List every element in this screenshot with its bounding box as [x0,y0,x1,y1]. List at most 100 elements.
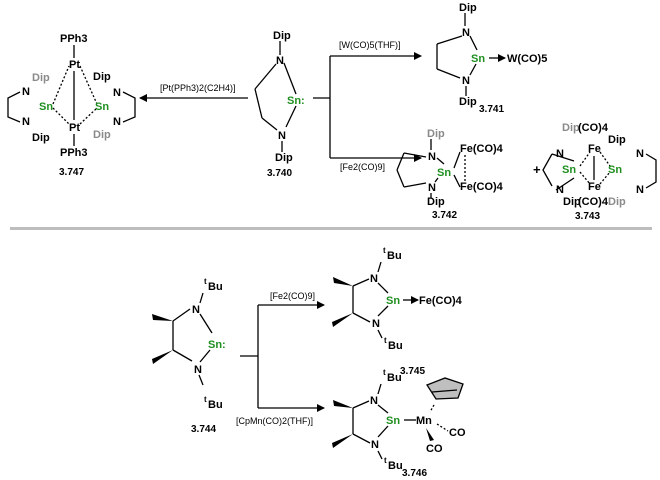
butyl-label: Bu [208,281,223,293]
n-atom: N [194,364,202,376]
compound-3741: Dip N Sn N Dip W(CO)5 3.741 [436,2,547,115]
dip-label: Dip [459,96,477,108]
n-atom: N [113,116,121,128]
fe-atom: Fe [588,181,601,193]
tin-atom: Sn [608,164,622,176]
dip-label: Dip [608,196,626,208]
dip-label: Dip [32,132,50,144]
reagent-w-co5-thf: [W(CO)5(THF)] [339,40,400,50]
n-atom: N [636,148,644,160]
compound-number: 3.741 [479,104,504,115]
sn-n-bond [285,105,297,128]
compound-3742: Dip N Sn N Dip Fe(CO)4 Fe(CO)4 3.742 [396,128,504,221]
tert-prefix: t [383,246,386,255]
tert-prefix: t [204,277,207,286]
dip-label: Dip [32,72,50,84]
plus-sign: + [533,162,541,177]
tin-atom: Sn: [208,339,226,351]
n-atom: N [462,27,470,39]
compound-3745: t Bu N Sn N t Bu Fe(CO)4 3.745 [332,246,463,377]
butyl-label: Bu [388,460,403,472]
dip-label: Dip [562,122,580,134]
top-branch-arrows [139,52,422,162]
reagent-fe2-co9: [Fe2(CO)9] [340,162,385,172]
pph3-upper: PPh3 [60,33,88,45]
n-atom: N [113,87,121,99]
butyl-label: Bu [387,372,402,384]
tert-prefix: t [383,368,386,377]
pt-atom: Pt [69,122,80,134]
dip-label: Dip [93,71,111,83]
bottom-branch-arrows [240,301,325,412]
compound-3746: t Bu N Sn N t Bu Mn CO CO 3.746 [332,368,466,479]
n-atom: N [428,182,436,194]
dip-label: Dip [459,2,477,14]
co-ligand: CO [449,427,466,439]
compound-number: 3.747 [59,167,84,178]
reagent-cpmn-co2-thf: [CpMn(CO)2(THF)] [236,416,313,426]
butyl-label: Bu [388,340,403,352]
dip-label: Dip [273,30,291,42]
n-atom: N [278,130,286,142]
fe-atom: Fe [588,143,601,155]
compound-number: 3.742 [432,210,457,221]
n-atom: N [192,304,200,316]
compound-number: 3.744 [191,424,216,435]
n-atom: N [371,439,379,451]
tert-prefix: t [384,456,387,465]
butyl-label: Bu [208,399,223,411]
tin-atom: Sn [562,164,576,176]
pph3-lower: PPh3 [60,147,88,159]
tin-atom: Sn [386,295,400,307]
compound-3747: PPh3 Pt Pt PPh3 Dip N N Sn Dip Sn Dip N … [7,33,136,178]
reagent-pt-pph3: [Pt(PPh3)2(C2H4)] [160,83,236,93]
n-atom: N [372,318,380,330]
tin-atom: Sn [437,167,451,179]
co4-upper: (CO)4 [578,122,609,134]
n-atom: N [276,55,284,67]
cyclopentadienyl-ring [426,377,464,400]
pt-atom: Pt [69,59,80,71]
n-sn-bond [283,62,297,95]
tin-atom: Sn [386,415,400,427]
fe-co4-upper: Fe(CO)4 [460,143,504,155]
n-atom: N [462,75,470,87]
compound-number: 3.745 [400,366,425,377]
compound-3740: Dip N Sn: N Dip 3.740 [254,30,305,179]
tin-atom: Sn [471,53,485,65]
compound-3744: t Bu N Sn: N t Bu 3.744 [152,277,226,435]
n-atom: N [370,395,378,407]
dip-label: Dip [93,129,111,141]
n-atom: N [636,184,644,196]
compound-number: 3.740 [267,168,292,179]
section-divider [10,227,652,230]
tert-prefix: t [384,336,387,345]
mn-atom: Mn [416,415,432,427]
w-co5-group: W(CO)5 [507,53,547,65]
dip-label: Dip [275,152,293,164]
tin-atom: Sn [95,101,109,113]
n-atom: N [428,151,436,163]
tin-atom: Sn [39,101,53,113]
co4-lower: (CO)4 [578,196,609,208]
dip-label: Dip [427,128,445,140]
compound-number: 3.746 [402,468,427,479]
n-atom: N [370,273,378,285]
n-atom: N [556,184,564,196]
fe-co4-lower: Fe(CO)4 [460,181,504,193]
n-atom: N [22,86,30,98]
dip-label: Dip [427,196,445,208]
compound-3743: Dip (CO)4 Dip N N Sn Dip Fe Fe Sn N N (C… [542,122,657,222]
n-atom: N [556,148,564,160]
co-ligand: CO [426,443,443,455]
compound-number: 3.743 [575,211,600,222]
butyl-label: Bu [387,250,402,262]
n-atom: N [22,116,30,128]
tin-atom: Sn: [287,95,305,107]
dip-label: Dip [563,196,581,208]
fe-co4-group: Fe(CO)4 [419,295,463,307]
dip-label: Dip [608,134,626,146]
tert-prefix: t [204,395,207,404]
reagent-fe2-co9: [Fe2(CO)9] [270,291,315,301]
